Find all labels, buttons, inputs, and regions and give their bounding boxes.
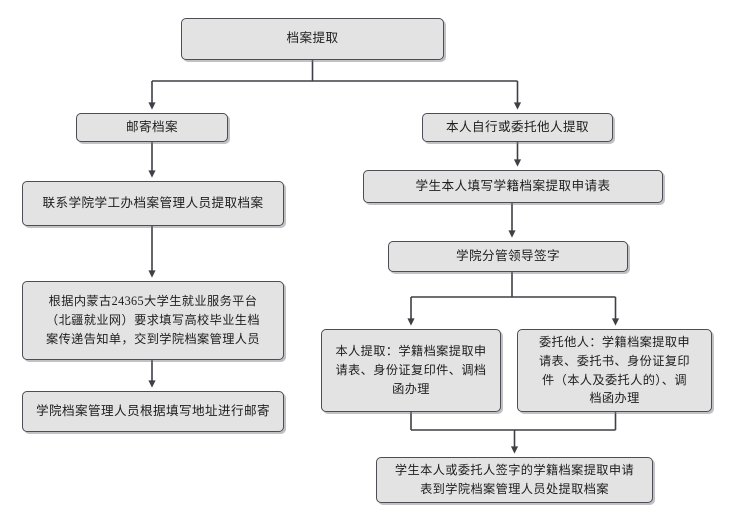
node-leader-signature: 学院分管领导签字 xyxy=(388,241,628,272)
node-branch-self-pickup: 本人提取：学籍档案提取申 请表、身份证复印件、调档 函办理 xyxy=(321,329,501,412)
node-self-or-proxy-label: 本人自行或委托他人提取 xyxy=(446,119,589,134)
node-fill-application: 学生本人填写学籍档案提取申请表 xyxy=(363,170,663,203)
node-platform-form-label: 根据内蒙古24365大学生就业服务平台 （北疆就业网）要求填写高校毕业生档 案传… xyxy=(46,294,260,346)
node-contact-staff-label: 联系学院学工办档案管理人员提取档案 xyxy=(42,195,264,210)
node-self-or-proxy: 本人自行或委托他人提取 xyxy=(422,113,613,142)
node-mail-archive: 邮寄档案 xyxy=(76,113,228,142)
node-fill-application-label: 学生本人填写学籍档案提取申请表 xyxy=(415,178,611,193)
node-branch-proxy-pickup: 委托他人：学籍档案提取申 请表、委托书、身份证复印 件（本人及委托人的）、调 档… xyxy=(517,329,712,412)
node-leader-signature-label: 学院分管领导签字 xyxy=(456,248,560,263)
node-final-pickup: 学生本人或委托人签字的学籍档案提取申请 表到学院档案管理人员处提取档案 xyxy=(376,457,653,503)
node-post-by-address-label: 学院档案管理人员根据填写地址进行邮寄 xyxy=(36,403,270,418)
node-branch-proxy-pickup-label: 委托他人：学籍档案提取申 请表、委托书、身份证复印 件（本人及委托人的）、调 档… xyxy=(538,334,691,406)
node-post-by-address: 学院档案管理人员根据填写地址进行邮寄 xyxy=(22,391,284,432)
node-top: 档案提取 xyxy=(181,18,444,60)
node-top-label: 档案提取 xyxy=(286,31,339,46)
node-contact-staff: 联系学院学工办档案管理人员提取档案 xyxy=(22,181,284,226)
node-final-pickup-label: 学生本人或委托人签字的学籍档案提取申请 表到学院档案管理人员处提取档案 xyxy=(394,463,635,496)
node-mail-archive-label: 邮寄档案 xyxy=(126,119,178,134)
node-branch-self-pickup-label: 本人提取：学籍档案提取申 请表、身份证复印件、调档 函办理 xyxy=(335,344,487,396)
node-platform-form: 根据内蒙古24365大学生就业服务平台 （北疆就业网）要求填写高校毕业生档 案传… xyxy=(22,281,284,360)
